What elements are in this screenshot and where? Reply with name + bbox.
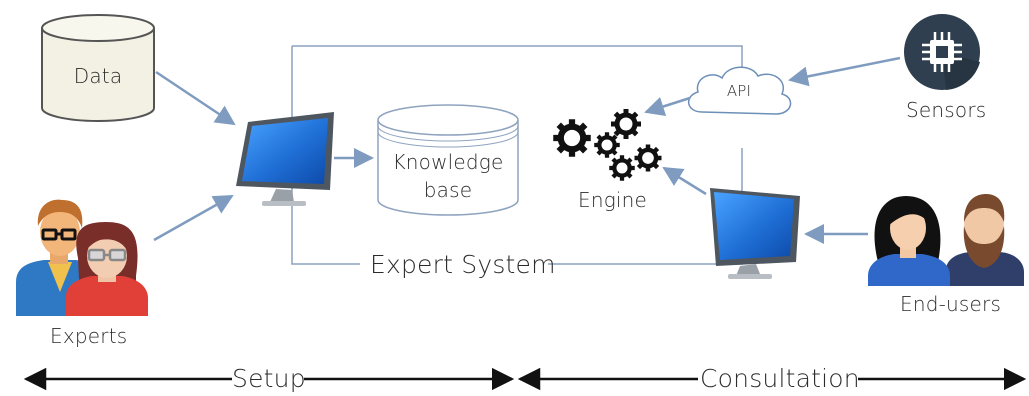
- end-users-label: End-users: [900, 292, 1002, 316]
- arrow-api-to-engine: [644, 96, 691, 117]
- api-cloud-icon: [688, 66, 792, 115]
- data-label: Data: [73, 64, 123, 88]
- knowledge-base-cylinder-icon: [377, 104, 519, 216]
- arrow-sensors-to-api: [788, 56, 901, 87]
- engine-label: Engine: [578, 188, 648, 212]
- flow-arrows: [153, 56, 901, 244]
- experts-label: Experts: [50, 324, 128, 348]
- end-users-people-icon: [868, 194, 1024, 286]
- arrow-experts-to-monitor: [153, 194, 234, 242]
- sensors-label: Sensors: [906, 98, 987, 122]
- experts-people-icon: [16, 199, 148, 316]
- consultation-monitor-icon: [710, 188, 800, 279]
- api-label: API: [726, 82, 752, 100]
- setup-phase-label: Setup: [232, 364, 306, 393]
- setup-monitor-icon: [236, 112, 334, 206]
- sensors-chip-icon: [904, 14, 980, 90]
- expert-system-label: Expert System: [370, 250, 556, 279]
- knowledge-base-label: Knowledge base: [392, 150, 504, 202]
- arrow-data-to-monitor: [155, 70, 236, 126]
- data-cylinder-icon: [41, 14, 155, 122]
- consultation-phase-label: Consultation: [700, 364, 860, 393]
- engine-gears-icon: [553, 109, 661, 181]
- arrow-monitor-to-engine: [662, 166, 707, 196]
